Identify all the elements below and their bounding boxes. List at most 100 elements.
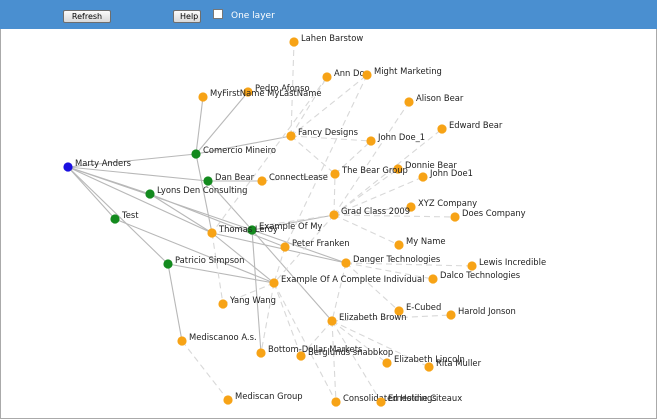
graph-node-edward[interactable]: Edward Bear xyxy=(437,120,503,134)
node-dot[interactable] xyxy=(269,278,279,288)
node-dot[interactable] xyxy=(256,348,266,358)
node-dot[interactable] xyxy=(330,169,340,179)
node-dot[interactable] xyxy=(376,397,386,407)
node-dot[interactable] xyxy=(382,358,392,368)
graph-node-elizabethbrown[interactable]: Elizabeth Brown xyxy=(327,312,406,326)
graph-node-bottomdollar[interactable]: Bottom-Dollar Markets xyxy=(256,344,362,358)
node-dot[interactable] xyxy=(145,189,155,199)
graph-node-elizabethlincoln[interactable]: Elizabeth Lincoln xyxy=(382,354,465,368)
help-button[interactable]: Help xyxy=(173,10,201,23)
graph-node-thomas[interactable]: Thomas Leroy xyxy=(207,224,278,238)
graph-node-beargroup[interactable]: The Bear Group xyxy=(330,165,408,179)
node-dot[interactable] xyxy=(331,397,341,407)
node-dot[interactable] xyxy=(243,87,253,97)
graph-node-yang[interactable]: Yang Wang xyxy=(218,295,276,309)
node-label: Alison Bear xyxy=(416,93,464,103)
graph-edge xyxy=(181,340,229,401)
graph-node-mediscanoo[interactable]: Mediscanoo A.s. xyxy=(177,332,257,346)
node-dot[interactable] xyxy=(406,202,416,212)
graph-node-might[interactable]: Might Marketing xyxy=(362,66,442,80)
graph-node-fancy[interactable]: Fancy Designs xyxy=(286,127,358,141)
graph-node-ritamuller[interactable]: Rita Muller xyxy=(424,358,482,372)
node-dot[interactable] xyxy=(191,149,201,159)
node-label: Does Company xyxy=(462,208,526,218)
graph-node-ecubed[interactable]: E-Cubed xyxy=(394,302,441,316)
graph-node-doescompany[interactable]: Does Company xyxy=(450,208,526,222)
graph-edge xyxy=(345,262,473,267)
node-dot[interactable] xyxy=(289,37,299,47)
node-dot[interactable] xyxy=(177,336,187,346)
node-dot[interactable] xyxy=(223,395,233,405)
node-dot[interactable] xyxy=(341,258,351,268)
node-label: Example Of A Complete Individual xyxy=(281,274,424,284)
graph-node-consolidated[interactable]: Consolidated Holdings xyxy=(331,393,437,407)
graph-node-xyz[interactable]: XYZ Company xyxy=(406,198,477,212)
graph-node-berglunds[interactable]: Berglunds snabbkop xyxy=(296,347,393,361)
node-dot[interactable] xyxy=(362,70,372,80)
graph-node-lahen[interactable]: Lahen Barstow xyxy=(289,33,363,47)
one-layer-label: One layer xyxy=(231,11,275,21)
graph-node-myfirst[interactable]: MyFirstName MyLastName xyxy=(198,88,322,102)
node-dot[interactable] xyxy=(207,228,217,238)
graph-node-gradclass[interactable]: Grad Class 2009 xyxy=(329,206,410,220)
node-dot[interactable] xyxy=(322,72,332,82)
graph-node-ernestine[interactable]: Ernestine Citeaux xyxy=(376,393,462,407)
node-dot[interactable] xyxy=(450,212,460,222)
node-dot[interactable] xyxy=(280,242,290,252)
node-dot[interactable] xyxy=(218,299,228,309)
node-dot[interactable] xyxy=(404,97,414,107)
node-dot[interactable] xyxy=(327,316,337,326)
graph-node-dalco[interactable]: Dalco Technologies xyxy=(428,270,520,284)
node-dot[interactable] xyxy=(366,136,376,146)
graph-node-test[interactable]: Test xyxy=(110,210,139,224)
graph-node-danger[interactable]: Danger Technologies xyxy=(341,254,440,268)
graph-node-lewis[interactable]: Lewis Incredible xyxy=(467,257,546,271)
graph-node-comercio[interactable]: Comercio Mineiro xyxy=(191,145,276,159)
node-label: Might Marketing xyxy=(374,66,442,76)
graph-node-harold[interactable]: Harold Jonson xyxy=(446,306,516,320)
graph-node-lyons[interactable]: Lyons Den Consulting xyxy=(145,185,247,199)
one-layer-checkbox[interactable] xyxy=(213,9,223,19)
graph-node-connect[interactable]: ConnectLease xyxy=(257,172,328,186)
node-dot[interactable] xyxy=(424,362,434,372)
node-dot[interactable] xyxy=(198,92,208,102)
graph-node-donnie[interactable]: Donnie Bear xyxy=(393,160,457,174)
node-dot[interactable] xyxy=(247,225,257,235)
node-label: Consolidated Holdings xyxy=(343,393,437,403)
graph-node-johndoe1[interactable]: John Doe1 xyxy=(418,168,473,182)
node-dot[interactable] xyxy=(63,162,73,172)
node-dot[interactable] xyxy=(329,210,339,220)
graph-edge xyxy=(331,320,337,403)
node-dot[interactable] xyxy=(203,176,213,186)
graph-node-marty[interactable]: Marty Anders xyxy=(63,158,131,172)
graph-node-patricio[interactable]: Patricio Simpson xyxy=(163,255,245,269)
graph-node-myname[interactable]: My Name xyxy=(394,236,446,250)
graph-node-mediscangroup[interactable]: Mediscan Group xyxy=(223,391,303,405)
node-dot[interactable] xyxy=(393,164,403,174)
graph-edge xyxy=(345,262,434,280)
node-dot[interactable] xyxy=(428,274,438,284)
node-dot[interactable] xyxy=(446,310,456,320)
graph-node-alison[interactable]: Alison Bear xyxy=(404,93,464,107)
graph-node-examplecomplete[interactable]: Example Of A Complete Individual xyxy=(269,274,424,288)
graph-node-pedro[interactable]: Pedro Afonso xyxy=(243,83,310,97)
node-dot[interactable] xyxy=(296,351,306,361)
graph-node-johndoe1u[interactable]: John Doe_1 xyxy=(366,132,425,146)
refresh-button[interactable]: Refresh xyxy=(63,10,111,23)
node-dot[interactable] xyxy=(394,240,404,250)
graph-node-danbear[interactable]: Dan Bear xyxy=(203,172,255,186)
node-dot[interactable] xyxy=(286,131,296,141)
node-dot[interactable] xyxy=(257,176,267,186)
graph-node-ann[interactable]: Ann Doe xyxy=(322,68,370,82)
graph-edge xyxy=(290,135,372,142)
node-dot[interactable] xyxy=(418,172,428,182)
node-dot[interactable] xyxy=(163,259,173,269)
graph-node-peter[interactable]: Peter Franken xyxy=(280,238,350,252)
node-dot[interactable] xyxy=(394,306,404,316)
node-dot[interactable] xyxy=(437,124,447,134)
graph-node-example[interactable]: Example Of My xyxy=(247,221,322,235)
node-dot[interactable] xyxy=(110,214,120,224)
node-dot[interactable] xyxy=(467,261,477,271)
